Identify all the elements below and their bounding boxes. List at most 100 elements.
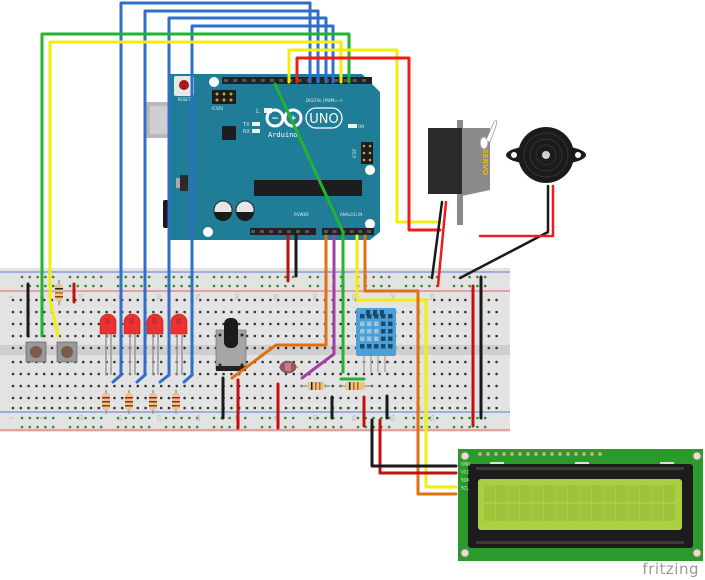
breadboard-hole: [315, 346, 319, 350]
breadboard-hole: [214, 298, 218, 302]
breadboard-hole: [136, 372, 140, 376]
breadboard-hole: [245, 384, 249, 388]
rail-hole: [412, 416, 416, 420]
breadboard-hole: [432, 310, 436, 314]
breadboard-hole: [331, 384, 335, 388]
breadboard-hole: [19, 396, 23, 400]
digital-pin: [270, 79, 274, 82]
rail-hole: [260, 284, 264, 288]
breadboard-hole: [97, 384, 101, 388]
breadboard-hole: [276, 298, 280, 302]
lcd-cell: [544, 504, 555, 521]
rail-hole: [164, 425, 168, 429]
lcd-cell: [652, 485, 663, 502]
arduino-uno-board: RESET ICSP2 DIGITAL (PWM=~) L TX RX − +: [146, 74, 380, 240]
breadboard-hole: [378, 372, 381, 376]
breadboard-hole: [339, 396, 342, 400]
rail-hole: [468, 425, 471, 429]
breadboard-hole: [292, 406, 296, 410]
lcd-mount-hole: [460, 451, 470, 461]
push-button-2[interactable]: [56, 341, 78, 363]
breadboard-hole: [66, 406, 69, 410]
rail-hole: [387, 416, 391, 420]
icsp2-header: [212, 90, 236, 104]
grille-cell: [388, 321, 393, 326]
breadboard-hole: [191, 406, 194, 410]
breadboard-hole: [440, 322, 444, 326]
breadboard-hole: [323, 406, 327, 410]
lcd-mount-hole: [460, 548, 470, 558]
breadboard-hole: [323, 396, 327, 400]
breadboard-hole: [81, 406, 85, 410]
breadboard-hole: [175, 298, 179, 302]
potentiometer-knob[interactable]: [224, 318, 238, 348]
rail-hole: [268, 416, 272, 420]
rail-hole: [36, 284, 39, 288]
breadboard-hole: [487, 360, 491, 364]
breadboard-hole: [159, 384, 163, 388]
breadboard-hole: [198, 384, 202, 388]
grille-cell: [360, 336, 365, 341]
breadboard-hole: [331, 372, 335, 376]
rail-hole: [99, 416, 103, 420]
rail-hole: [260, 416, 264, 420]
breadboard-hole: [432, 334, 436, 338]
column-number: 35: [274, 294, 280, 300]
breadboard-hole: [74, 322, 77, 326]
rail-hole: [195, 275, 199, 279]
potentiometer[interactable]: [215, 318, 247, 371]
breadboard-hole: [261, 384, 264, 388]
breadboard-hole: [354, 396, 358, 400]
wire-blue-end: [158, 373, 171, 384]
breadboard-hole: [401, 372, 405, 376]
wire-orange-scl: [363, 234, 458, 496]
rail-hole: [76, 284, 80, 288]
breadboard-hole: [159, 346, 163, 350]
column-number: 50: [391, 294, 397, 300]
rail-hole: [228, 425, 231, 429]
lcd-cell: [508, 504, 519, 521]
breadboard-hole: [292, 310, 296, 314]
rail-hole: [228, 416, 231, 420]
breadboard-hole: [464, 322, 467, 326]
breadboard-hole: [487, 334, 491, 338]
digital-pin: [260, 79, 265, 82]
servo-body: [428, 128, 466, 194]
column-number: 10: [79, 294, 85, 300]
rail-hole: [420, 284, 423, 288]
rail-hole: [452, 425, 456, 429]
breadboard-hole: [198, 298, 202, 302]
breadboard-hole: [11, 360, 15, 364]
digital-pin: [233, 79, 238, 82]
breadboard-hole: [206, 360, 210, 364]
breadboard-hole: [198, 360, 202, 364]
breadboard-hole: [315, 298, 319, 302]
breadboard-hole: [409, 406, 413, 410]
lcd-header-pin: [565, 451, 571, 457]
rail-hole: [316, 416, 320, 420]
bezel-notch: [490, 462, 504, 464]
breadboard-hole: [11, 384, 15, 388]
breadboard-hole: [198, 334, 202, 338]
breadboard-hole: [11, 298, 15, 302]
reset-button-cap[interactable]: [179, 80, 189, 90]
digital-pin: [334, 79, 339, 82]
rail-hole: [20, 284, 24, 288]
column-number: 55: [430, 294, 436, 300]
svg-text:+: +: [289, 114, 297, 124]
rail-hole: [140, 425, 143, 429]
breadboard-hole: [487, 372, 491, 376]
breadboard-hole: [339, 334, 342, 338]
icsp2-label: ICSP2: [212, 106, 224, 111]
breadboard-hole: [97, 322, 101, 326]
rail-hole: [404, 416, 408, 420]
rail-hole: [147, 275, 151, 279]
breadboard-hole: [113, 298, 116, 302]
icsp-label: ICSP: [352, 148, 357, 158]
rail-hole: [372, 416, 375, 420]
rail-hole: [212, 425, 216, 429]
capacitor-band: [214, 212, 232, 221]
push-button-1[interactable]: [25, 341, 47, 363]
breadboard-hole: [393, 406, 397, 410]
breadboard-hole: [495, 322, 498, 326]
